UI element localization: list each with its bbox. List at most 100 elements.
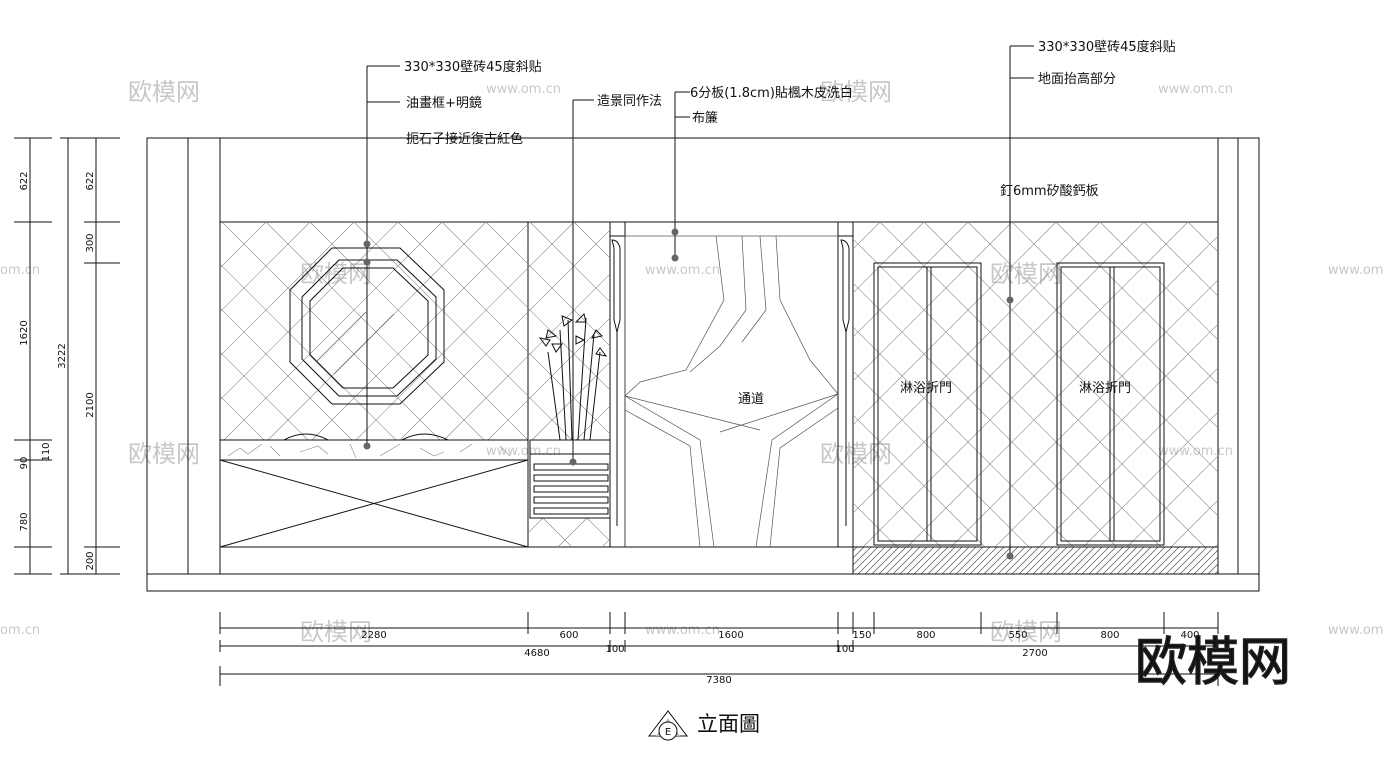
- tile-line: [265, 222, 485, 440]
- tile-line: [573, 222, 610, 259]
- tile-line: [220, 307, 353, 440]
- hatch-line: [997, 547, 1026, 574]
- tile-line: [906, 235, 1218, 547]
- stone-countertop: [219, 439, 529, 461]
- tile-line: [994, 323, 1218, 547]
- tile-line: [529, 222, 610, 303]
- tile-line: [662, 222, 880, 440]
- hatch-line: [962, 547, 991, 574]
- tile-line: [220, 222, 355, 357]
- tile-line: [443, 355, 528, 440]
- tile-line: [528, 307, 610, 391]
- hatch-line: [983, 547, 1012, 574]
- passage-curtain: [610, 235, 853, 548]
- tile-line: [220, 222, 399, 401]
- tile-line: [220, 222, 267, 269]
- annotations: 330*330壁砖45度斜贴 油畫框+明鏡 扼石子接近復古紅色 造景同作法 6分…: [404, 39, 1176, 407]
- hatch-line: [823, 547, 850, 574]
- dim-bottom-5: 550: [1008, 630, 1027, 641]
- tile-line: [220, 222, 223, 225]
- hatch-line: [871, 547, 900, 574]
- hatch-line: [976, 547, 1005, 574]
- tile-line: [601, 538, 610, 547]
- hatch-line: [1025, 547, 1054, 574]
- tile-line: [0, 222, 90, 440]
- hatch-line: [1074, 547, 1103, 574]
- tile-line: [528, 229, 610, 313]
- dim-bottom-total: 7380: [706, 675, 731, 686]
- dim-left-outer-3: 780: [19, 512, 30, 531]
- tile-line: [853, 238, 1162, 547]
- tile-line: [853, 222, 1057, 426]
- watermark-url: www.om.cn: [1158, 82, 1233, 97]
- hatch-line: [864, 547, 893, 574]
- drawing-title-text: 立面圖: [697, 712, 760, 736]
- tile-line: [220, 263, 397, 440]
- tile-line: [353, 222, 528, 397]
- tile-line: [528, 351, 610, 435]
- dim-bottom-row2-1: 100: [605, 644, 624, 655]
- elevation-marker-circle: [658, 721, 678, 741]
- watermark-url: om.cn: [0, 263, 40, 278]
- drawing-title: E 立面圖: [647, 710, 760, 741]
- hatch-line: [1144, 547, 1173, 574]
- dim-bottom-4: 800: [916, 630, 935, 641]
- tile-line: [923, 222, 1218, 517]
- elevation-marker-letter: E: [665, 727, 671, 738]
- tile-line: [467, 222, 792, 547]
- dim-left-outer-1: 1620: [19, 320, 30, 345]
- mirror-inner-frame: [301, 259, 437, 397]
- note-stone: 扼石子接近復古紅色: [406, 131, 523, 147]
- hatch-line: [1165, 547, 1194, 574]
- leader-lines: [363, 45, 1034, 560]
- watermark-url: www.om.cn: [486, 82, 561, 97]
- raised-floor-hatch: [823, 547, 1218, 574]
- tile-line: [662, 222, 880, 440]
- dim-bottom-row2-2: 100: [835, 644, 854, 655]
- hatch-line: [1193, 549, 1218, 574]
- raised-floor: [852, 546, 1219, 575]
- hatch-line: [853, 547, 879, 573]
- tile-line: [853, 222, 1013, 382]
- curtain-tie-right: [840, 239, 850, 333]
- hatch-line: [906, 547, 935, 574]
- mirror-outer-frame: [289, 247, 445, 405]
- tile-line: [0, 222, 2, 440]
- mirror-glass: [309, 267, 429, 389]
- tile-line: [399, 311, 528, 440]
- watermark-brand: 欧模网: [820, 440, 892, 468]
- dim-left-inner-3: 110: [41, 442, 52, 461]
- dim-bottom-row2-3: 2700: [1022, 648, 1047, 659]
- tile-line: [311, 223, 528, 440]
- hatch-line: [1200, 556, 1218, 574]
- watermark-url: www.om.cn: [1158, 444, 1233, 459]
- planter-slat: [533, 507, 609, 515]
- tile-line: [220, 351, 309, 440]
- hatch-line: [1137, 547, 1166, 574]
- watermark-url: www.om.cn: [645, 623, 720, 638]
- basin: [283, 433, 329, 441]
- curtain-panel: [624, 235, 838, 547]
- tile-line: [1126, 455, 1218, 547]
- leader-dot: [671, 254, 679, 262]
- tile-line: [531, 361, 610, 440]
- tile-line: [862, 222, 1189, 547]
- tile-line: [853, 370, 1030, 547]
- dim-left-outer-2: 90: [19, 457, 30, 470]
- hatch-line: [1060, 547, 1089, 574]
- tile-line: [618, 222, 836, 440]
- shower-door-frame-2: [1056, 262, 1165, 546]
- hatch-line: [1123, 547, 1152, 574]
- tile-line: [1099, 222, 1218, 341]
- shower-doors: [873, 262, 1165, 546]
- hatch-line: [1032, 547, 1061, 574]
- tile-line: [879, 222, 1206, 547]
- hatch-line: [941, 547, 970, 574]
- tile-line: [1038, 367, 1218, 547]
- room-outline: [146, 137, 1260, 592]
- hatch-line: [1158, 547, 1187, 574]
- dim-left-inner-1: 300: [85, 233, 96, 252]
- tile-line: [853, 458, 942, 547]
